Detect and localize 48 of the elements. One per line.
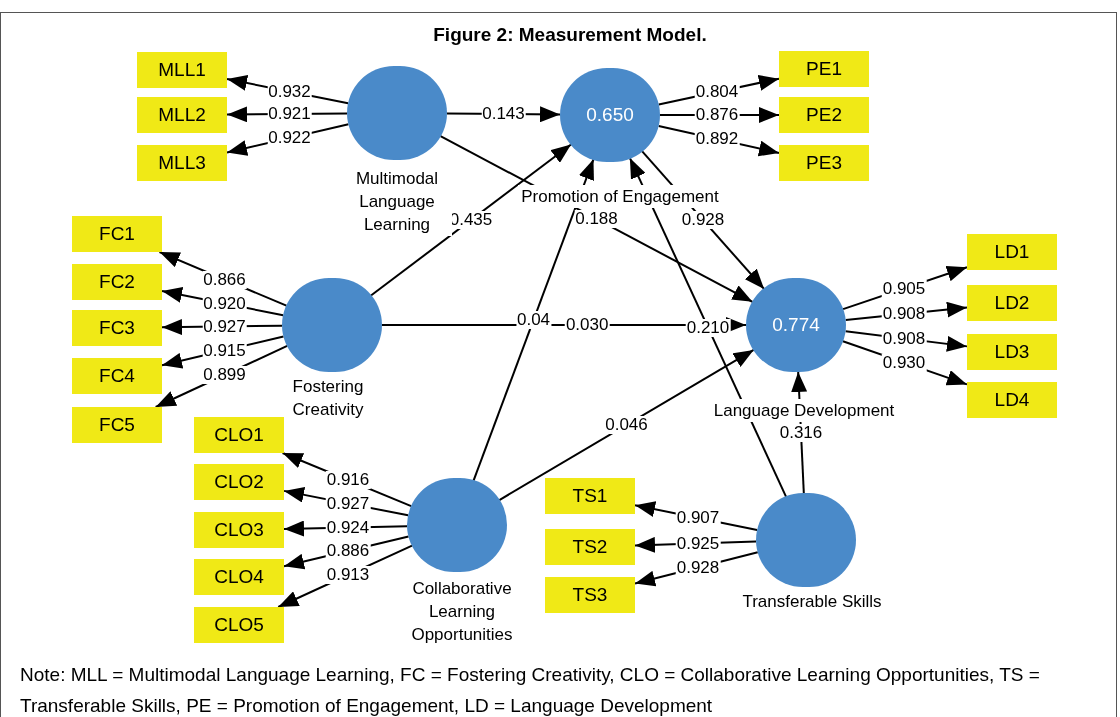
construct-name: Promotion of Engagement — [518, 185, 722, 208]
indicator-box: FC4 — [72, 358, 162, 394]
arrow — [498, 349, 755, 501]
edge-label: 0.188 — [574, 210, 619, 228]
indicator-box: TS3 — [545, 577, 635, 613]
indicator-box: LD3 — [967, 334, 1057, 370]
indicator-box: LD1 — [967, 234, 1057, 270]
indicator-box: PE1 — [779, 51, 869, 87]
indicator-box: MLL3 — [137, 145, 227, 181]
indicator-box: PE3 — [779, 145, 869, 181]
edge-label: 0.886 — [325, 542, 371, 560]
indicator-box: CLO2 — [194, 464, 284, 500]
indicator-box: FC3 — [72, 310, 162, 346]
edge-label: 0.316 — [778, 423, 824, 442]
edge-label: 0.804 — [694, 83, 740, 101]
indicator-box: TS1 — [545, 478, 635, 514]
indicator-box: CLO4 — [194, 559, 284, 595]
edge-label: 0.930 — [881, 353, 927, 372]
indicator-box: FC1 — [72, 216, 162, 252]
edge-label: 0.905 — [881, 279, 927, 298]
edge-label: 0.922 — [267, 129, 312, 147]
indicator-box: CLO5 — [194, 607, 284, 643]
indicator-box: MLL2 — [137, 97, 227, 133]
figure-title: Figure 2: Measurement Model. — [432, 24, 708, 46]
indicator-box: CLO3 — [194, 512, 284, 548]
edge-label: 0.907 — [675, 509, 721, 527]
edge-label: 0.046 — [604, 416, 649, 434]
indicator-box: FC2 — [72, 264, 162, 300]
indicator-box: CLO1 — [194, 417, 284, 453]
edge-label: 0.928 — [675, 558, 721, 577]
edge-label: 0.899 — [202, 366, 247, 384]
edge-label: 0.916 — [325, 471, 371, 489]
note-text: Note: MLL = Multimodal Language Learning, FC = Fostering Creativity, CLO = Collaborative Learning Opportunities, TS = Transferable Skills, PE = Promotion of Engagement, LD = Language Development — [20, 663, 1041, 717]
edge-label: 0.866 — [202, 270, 247, 289]
indicator-box: MLL1 — [137, 52, 227, 88]
indicator-box: PE2 — [779, 97, 869, 133]
arrow — [369, 143, 573, 297]
arrow — [472, 158, 595, 482]
edge-label: 0.913 — [325, 566, 371, 584]
edge-label: 0.04 — [515, 311, 552, 329]
edge-label: 0.928 — [680, 211, 726, 229]
edge-label: 0.915 — [202, 341, 247, 360]
indicator-box: LD2 — [967, 285, 1057, 321]
indicator-box: FC5 — [72, 407, 162, 443]
edge-label: 0.210 — [685, 318, 731, 337]
indicator-box: LD4 — [967, 382, 1057, 418]
edge-label: 0.892 — [694, 130, 740, 148]
indicator-box: TS2 — [545, 529, 635, 565]
